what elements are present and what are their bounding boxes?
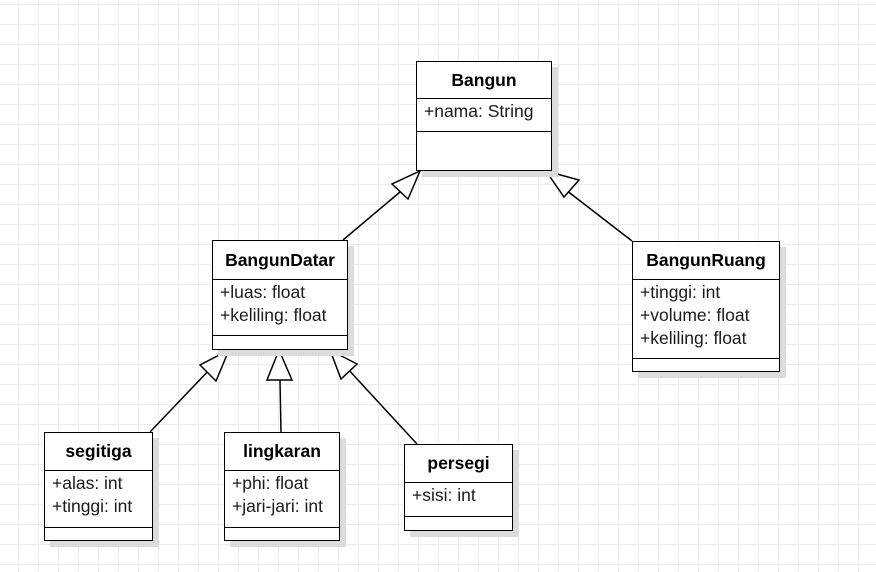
inheritance-line-segitiga-bangundatar	[149, 366, 213, 433]
attribute: +alas: int	[52, 473, 123, 493]
inheritance-line-lingkaran-bangundatar	[279, 379, 282, 433]
class-name: segitiga	[45, 433, 152, 471]
attribute: +jari-jari: int	[232, 496, 323, 516]
class-attributes: +tinggi: int +volume: float +keliling: f…	[633, 280, 779, 359]
attribute: +sisi: int	[412, 485, 476, 505]
inheritance-line-persegi-bangundatar	[345, 366, 418, 445]
class-methods	[213, 336, 347, 349]
inheritance-line-bangunruang-bangun	[565, 189, 633, 242]
class-name: BangunDatar	[213, 241, 347, 280]
class-bangun-ruang[interactable]: BangunRuang +tinggi: int +volume: float …	[632, 241, 780, 372]
class-attributes: +nama: String	[417, 99, 551, 132]
class-lingkaran[interactable]: lingkaran +phi: float +jari-jari: int	[224, 432, 340, 541]
attribute: +nama: String	[424, 101, 534, 121]
inheritance-arrow-lingkaran-bangundatar	[265, 348, 294, 381]
class-methods	[633, 359, 779, 371]
class-methods	[405, 517, 512, 530]
class-name: lingkaran	[225, 433, 339, 471]
class-methods	[225, 528, 339, 540]
attribute: +luas: float	[220, 282, 306, 302]
class-bangun[interactable]: Bangun +nama: String	[416, 61, 552, 171]
class-name: persegi	[405, 445, 512, 483]
class-methods	[417, 132, 551, 170]
inheritance-arrow-segitiga-bangundatar	[198, 348, 231, 383]
class-name: Bangun	[417, 62, 551, 99]
inheritance-arrow-persegi-bangundatar	[328, 348, 359, 381]
class-methods	[45, 528, 152, 540]
class-persegi[interactable]: persegi +sisi: int	[404, 444, 513, 531]
attribute: +tinggi: int	[52, 496, 133, 516]
class-attributes: +luas: float +keliling: float	[213, 280, 347, 336]
class-attributes: +sisi: int	[405, 483, 512, 517]
attribute: +keliling: float	[640, 328, 747, 348]
class-bangun-datar[interactable]: BangunDatar +luas: float +keliling: floa…	[212, 240, 348, 350]
class-attributes: +phi: float +jari-jari: int	[225, 471, 339, 528]
attribute: +tinggi: int	[640, 282, 721, 302]
class-segitiga[interactable]: segitiga +alas: int +tinggi: int	[44, 432, 153, 541]
attribute: +keliling: float	[220, 305, 327, 325]
class-attributes: +alas: int +tinggi: int	[45, 471, 152, 528]
inheritance-line-bangundatar-bangun	[342, 191, 401, 241]
inheritance-arrow-bangundatar-bangun	[390, 169, 422, 201]
attribute: +volume: float	[640, 305, 750, 325]
attribute: +phi: float	[232, 473, 309, 493]
inheritance-arrow-bangunruang-bangun	[544, 169, 581, 199]
class-name: BangunRuang	[633, 242, 779, 280]
